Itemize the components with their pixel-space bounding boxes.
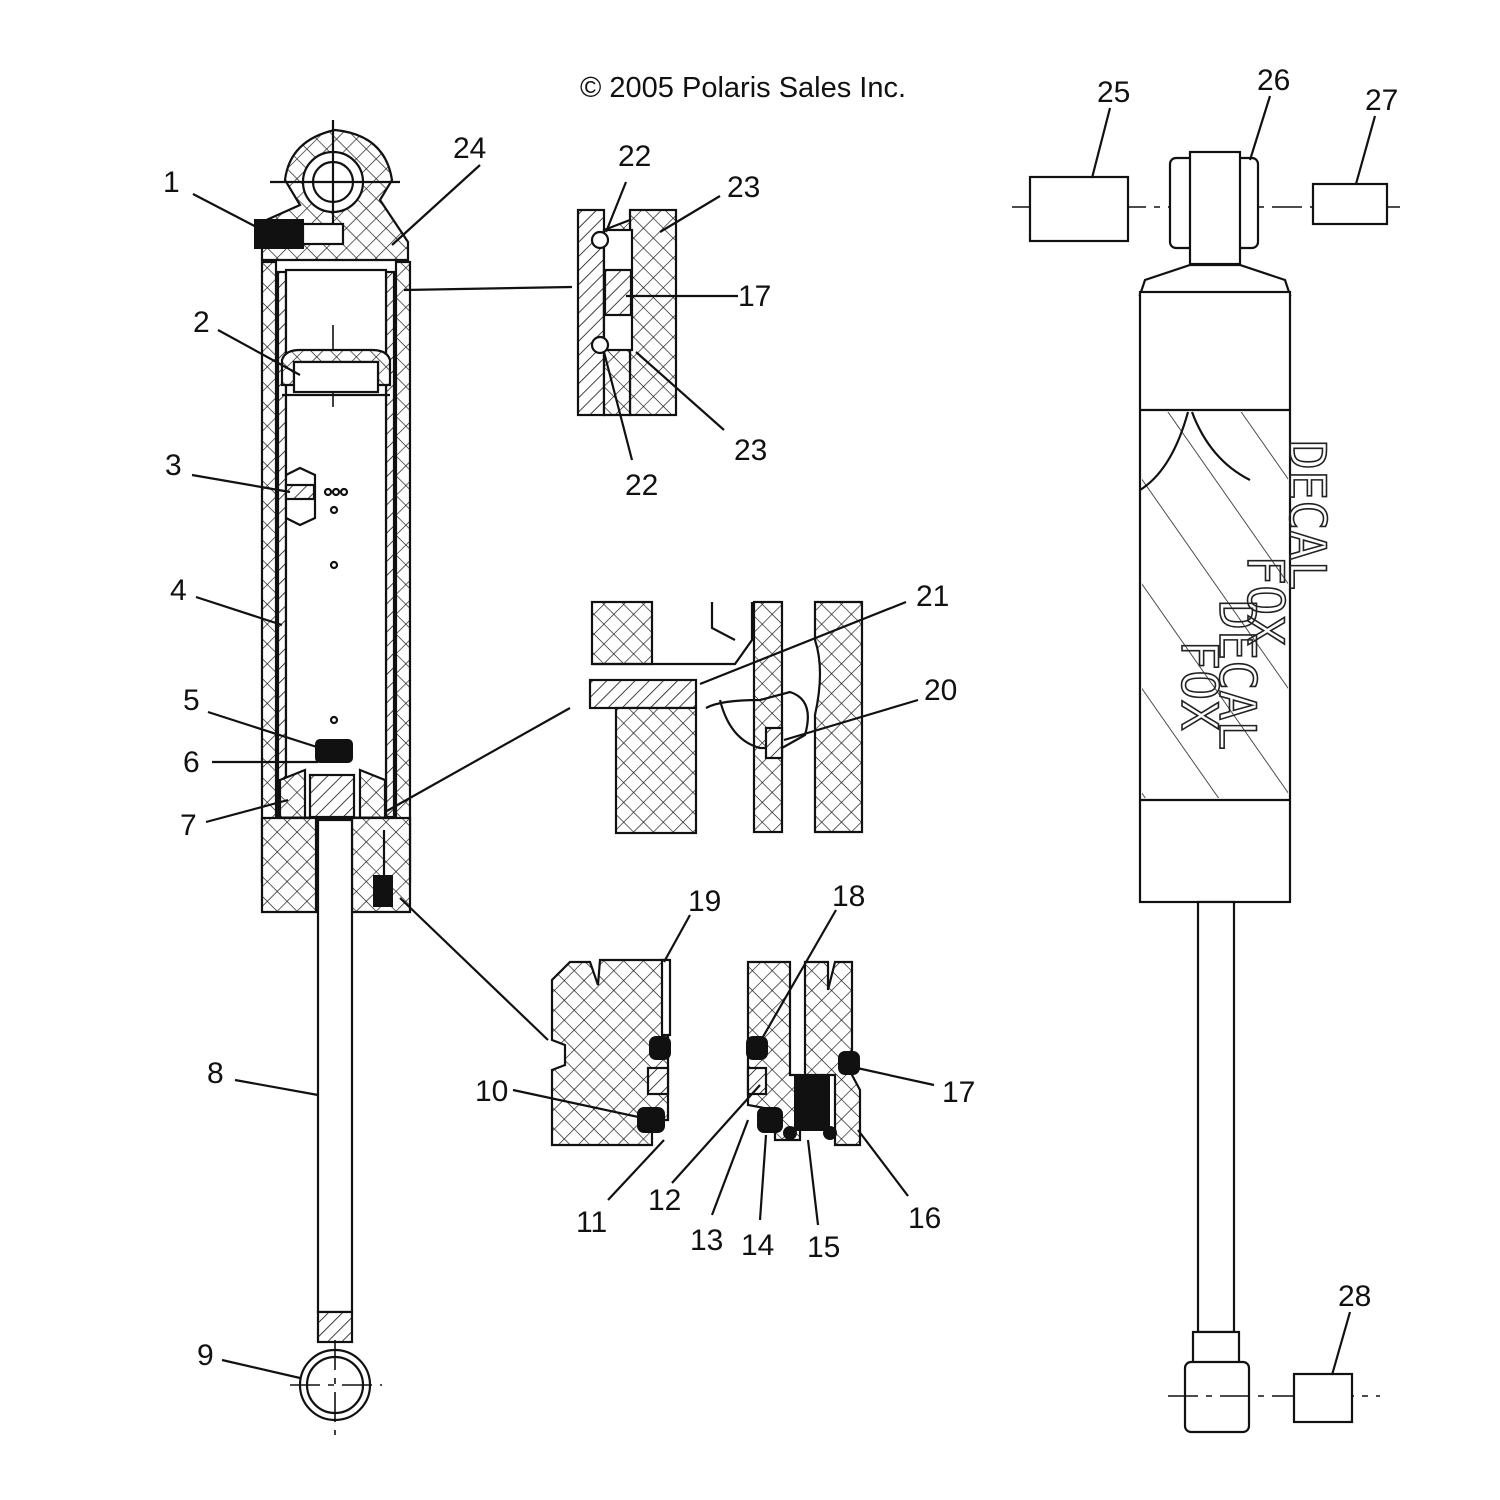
decal-label-4: DECAL <box>1208 600 1266 751</box>
callout-22-bottom: 22 <box>625 469 658 502</box>
detail-piston <box>588 600 864 835</box>
callout-10: 10 <box>475 1075 508 1108</box>
callout-8: 8 <box>207 1057 224 1090</box>
callout-5: 5 <box>183 684 200 717</box>
shock-cross-section <box>254 120 412 1435</box>
callout-1: 1 <box>163 166 180 199</box>
callout-28: 28 <box>1338 1280 1371 1313</box>
callout-16: 16 <box>908 1202 941 1235</box>
callout-23-top: 23 <box>727 171 760 204</box>
callout-23-bottom: 23 <box>734 434 767 467</box>
callout-26: 26 <box>1257 64 1290 97</box>
callout-7: 7 <box>180 809 197 842</box>
decal-label-1: FOX <box>1236 555 1294 645</box>
callout-22-top: 22 <box>618 140 651 173</box>
callout-9: 9 <box>197 1339 214 1372</box>
callout-15: 15 <box>807 1231 840 1264</box>
callout-21: 21 <box>916 580 949 613</box>
callout-11: 11 <box>576 1206 607 1239</box>
callout-6: 6 <box>183 746 200 779</box>
callout-27: 27 <box>1365 84 1398 117</box>
leader-lines <box>191 95 1377 1380</box>
callout-20: 20 <box>924 674 957 707</box>
callout-19: 19 <box>688 885 721 918</box>
callout-numbers: 1 24 2 3 4 5 6 7 8 9 22 23 17 23 22 21 2… <box>163 64 1398 1372</box>
decal-label-3: FOX <box>1170 640 1228 730</box>
callout-12: 12 <box>648 1184 681 1217</box>
callout-2: 2 <box>193 306 210 339</box>
callout-14: 14 <box>741 1229 774 1262</box>
detail-seal-head <box>550 958 862 1147</box>
copyright-notice: © 2005 Polaris Sales Inc. <box>580 72 906 104</box>
callout-13: 13 <box>690 1224 723 1257</box>
callout-25: 25 <box>1097 76 1130 109</box>
callout-4: 4 <box>170 574 187 607</box>
callout-3: 3 <box>165 449 182 482</box>
callout-17-bottom: 17 <box>942 1076 975 1109</box>
callout-24: 24 <box>453 132 486 165</box>
shock-exterior-view: FOX DECAL FOX DECAL <box>1012 150 1400 1434</box>
callout-17-top: 17 <box>738 280 771 313</box>
detail-top-seal <box>576 208 678 417</box>
callout-18: 18 <box>832 880 865 913</box>
decal-label-2: DECAL <box>1278 440 1336 591</box>
